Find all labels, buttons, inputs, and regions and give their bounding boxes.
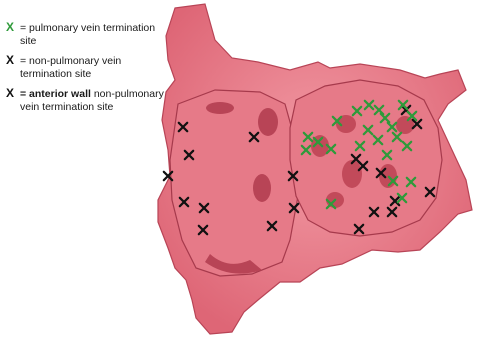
vein-ostium	[379, 164, 397, 188]
vein-ostium	[258, 108, 278, 136]
vein-ostium	[206, 102, 234, 114]
vein-ostium	[396, 116, 414, 134]
left-chamber	[170, 90, 298, 276]
vein-ostium	[253, 174, 271, 202]
